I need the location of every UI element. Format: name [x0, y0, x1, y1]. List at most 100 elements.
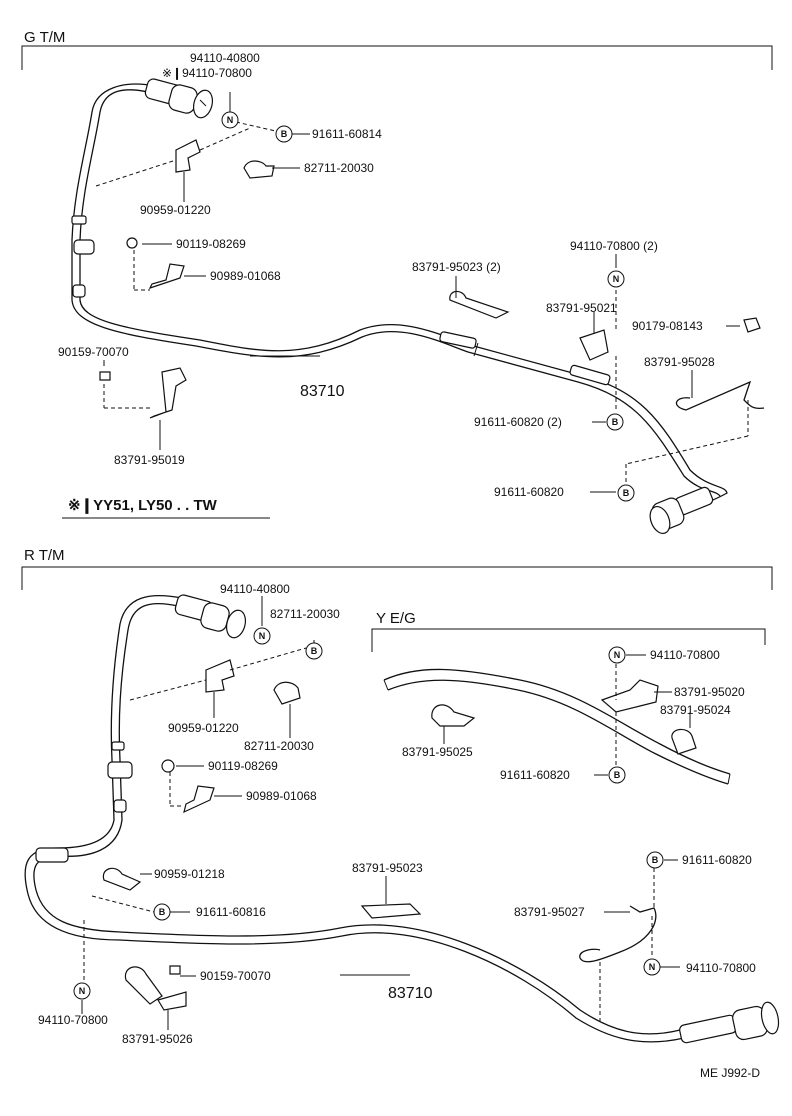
- label-g7: 90989-01068: [210, 269, 281, 283]
- svg-text:N: N: [614, 650, 621, 660]
- label-g1: 94110-40800: [190, 51, 260, 65]
- label-r7: 90959-01218: [154, 867, 225, 881]
- label-r13: 83710: [388, 985, 433, 1002]
- rtm-cable-83710: [24, 595, 685, 1043]
- rtm-nut-symbol-1: N: [253, 627, 271, 645]
- svg-text:B: B: [311, 646, 318, 656]
- svg-text:B: B: [159, 907, 166, 917]
- svg-text:N: N: [227, 115, 234, 125]
- gtm-clip-82711-20030: [243, 160, 275, 179]
- gtm-bolt-symbol-3: B: [617, 484, 635, 502]
- rtm-bolt-symbol-2: B: [153, 903, 171, 921]
- rtm-clip-82711-20030: [273, 681, 301, 705]
- label-y4: 83791-95025: [402, 745, 473, 759]
- label-r15: 91611-60820: [682, 853, 752, 867]
- yeg-clamp-83791-95024: [671, 728, 697, 755]
- label-g11: 94110-70800 (2): [570, 239, 658, 253]
- label-g4: 82711-20030: [304, 161, 374, 175]
- label-g14: 90179-08143: [632, 319, 703, 333]
- rtm-bracket-83791-95026: [157, 991, 187, 1011]
- rtm-clamp-83791-95026: [124, 966, 163, 1005]
- gtm-bolt-symbol-2: B: [606, 413, 624, 431]
- label-y5: 91611-60820: [500, 768, 570, 782]
- label-g3: 91611-60814: [312, 127, 382, 141]
- label-y1: 94110-70800: [650, 648, 720, 662]
- rtm-bolt-90159-70070: [169, 965, 181, 975]
- section-bracket-yeg: [371, 628, 766, 652]
- rtm-clamp-83791-95023: [360, 903, 422, 919]
- rtm-bolt-symbol-1: B: [305, 642, 323, 660]
- rtm-nut-symbol-3: N: [643, 958, 661, 976]
- label-r2: 82711-20030: [270, 607, 340, 621]
- gtm-nut-symbol-2: N: [607, 270, 625, 288]
- label-g17: 91611-60820: [494, 485, 564, 499]
- label-r5: 90119-08269: [208, 759, 278, 773]
- svg-text:B: B: [612, 417, 619, 427]
- label-y2: 83791-95020: [674, 685, 745, 699]
- label-r12: 83791-95023: [352, 861, 423, 875]
- yeg-cable-83710: [383, 668, 731, 785]
- rtm-bracket-90989-01068: [183, 785, 215, 814]
- svg-text:B: B: [652, 855, 659, 865]
- rtm-bolt-90119-08269: [161, 759, 175, 773]
- label-g5: 90959-01220: [140, 203, 211, 217]
- svg-text:N: N: [613, 274, 620, 284]
- label-y3: 83791-95024: [660, 703, 731, 717]
- gtm-bolt-90159-70070: [99, 371, 111, 381]
- yeg-nut-symbol: N: [608, 646, 626, 664]
- svg-text:N: N: [649, 962, 656, 972]
- label-r10: 94110-70800: [38, 1013, 108, 1027]
- section-title-rtm: R T/M: [24, 547, 65, 564]
- section-bracket-gtm: [21, 45, 773, 70]
- label-g9: 83710: [300, 383, 345, 400]
- gtm-bracket-90989-01068: [148, 263, 185, 290]
- rtm-clamp-90959-01218: [102, 867, 142, 891]
- rtm-upper-connector: [174, 594, 247, 639]
- label-g16: 91611-60820 (2): [474, 415, 562, 429]
- gtm-nut-90179-08143: [743, 317, 761, 333]
- gtm-clamp-83791-95021: [579, 329, 609, 361]
- rtm-lower-connector: [679, 1001, 780, 1044]
- label-g6: 90119-08269: [176, 237, 246, 251]
- label-g12: 83791-95023 (2): [412, 260, 501, 274]
- section-title-gtm: G T/M: [24, 29, 65, 46]
- section-bracket-rtm: [21, 566, 773, 590]
- gtm-nut-symbol: N: [221, 111, 239, 129]
- gtm-clamp-90959-01220: [175, 139, 201, 173]
- label-g15: 83791-95028: [644, 355, 715, 369]
- label-r6: 90989-01068: [246, 789, 317, 803]
- gtm-upper-connector: [144, 78, 214, 119]
- gtm-cable-83710: [71, 83, 728, 511]
- gtm-bolt-symbol-1: B: [275, 125, 293, 143]
- gtm-wire-83791-95028: [675, 380, 765, 411]
- label-g8: 90159-70070: [58, 345, 129, 359]
- gtm-bracket-83791-95019: [149, 367, 187, 419]
- svg-text:B: B: [623, 488, 630, 498]
- label-r9: 90159-70070: [200, 969, 271, 983]
- yeg-bracket-83791-95020: [600, 679, 659, 713]
- label-r11: 83791-95026: [122, 1032, 193, 1046]
- svg-text:B: B: [614, 770, 621, 780]
- label-r8: 91611-60816: [196, 905, 266, 919]
- label-g13: 83791-95021: [546, 301, 617, 315]
- yeg-clamp-83791-95025: [431, 704, 476, 727]
- label-g2: ※❙94110-70800: [162, 66, 252, 80]
- gtm-clamp-83791-95023: [449, 290, 510, 319]
- model-note: ※❙YY51, LY50 . . TW: [68, 497, 218, 514]
- rtm-clamp-90959-01220: [205, 659, 235, 693]
- label-r4: 82711-20030: [244, 739, 314, 753]
- rtm-bolt-symbol-3: B: [646, 851, 664, 869]
- section-title-yeg: Y E/G: [376, 610, 416, 627]
- svg-text:N: N: [259, 631, 266, 641]
- label-g10: 83791-95019: [114, 453, 185, 467]
- rtm-wire-83791-95027: [579, 905, 657, 963]
- gtm-lower-connector: [649, 486, 714, 535]
- svg-text:N: N: [79, 986, 86, 996]
- label-r16: 94110-70800: [686, 961, 756, 975]
- gtm-bolt-90119-08269: [126, 237, 138, 249]
- page-id: ME J992-D: [700, 1066, 760, 1080]
- svg-text:B: B: [281, 129, 288, 139]
- label-r1: 94110-40800: [220, 582, 290, 596]
- yeg-bolt-symbol: B: [608, 766, 626, 784]
